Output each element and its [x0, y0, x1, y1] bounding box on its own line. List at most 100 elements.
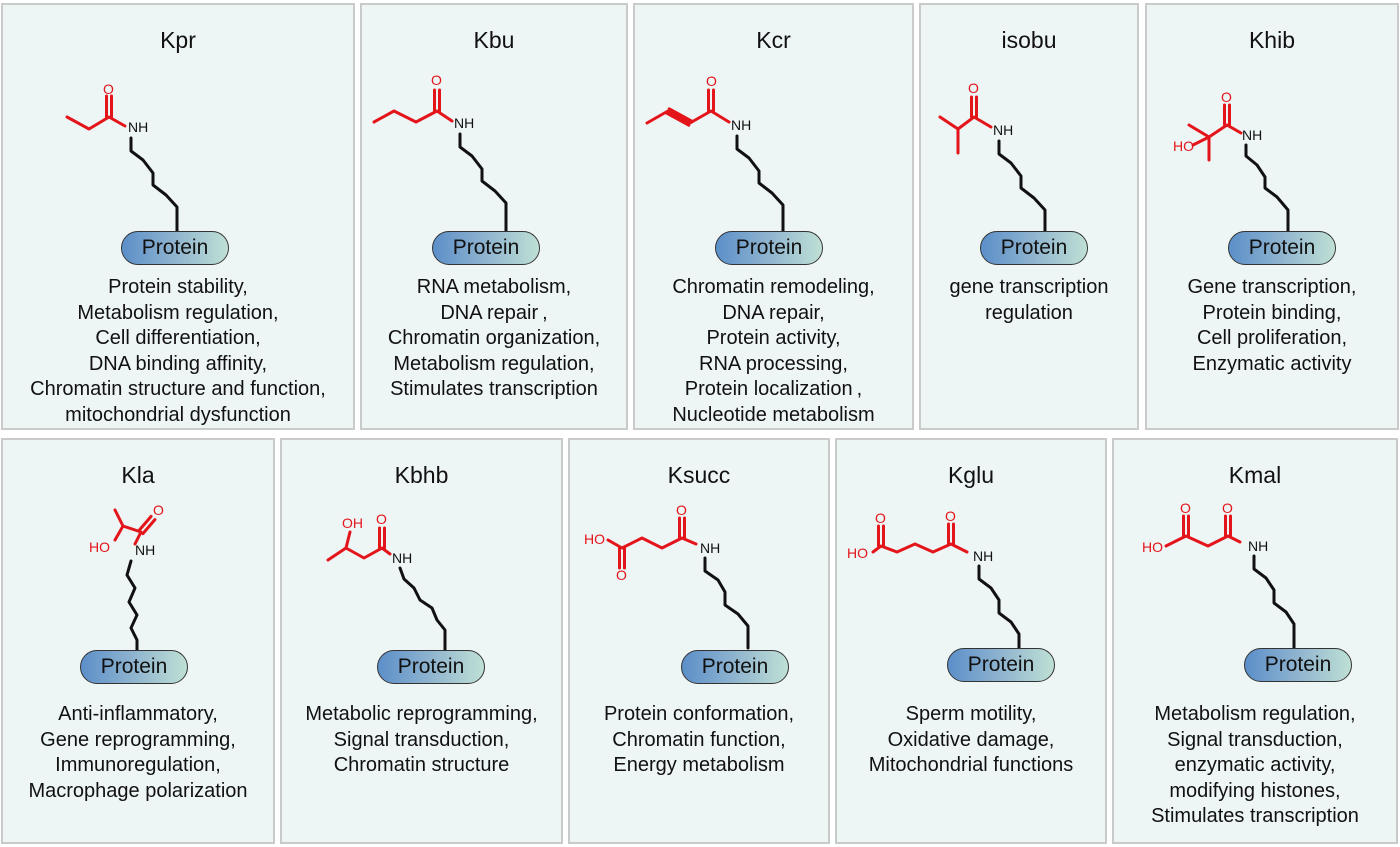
isobutyryl-chain	[938, 115, 993, 131]
oxygen-label: O	[968, 80, 979, 96]
nh-label: NH	[392, 550, 412, 566]
function-line: Protein activity,	[706, 327, 841, 349]
lysine-side-chain	[977, 564, 1021, 650]
glutaryl-chain	[871, 542, 969, 554]
nh-label: NH	[731, 117, 751, 133]
hydroxyl-bond	[113, 524, 125, 542]
function-line: Metabolic reprogramming,	[305, 703, 538, 725]
function-line: gene transcription	[949, 276, 1109, 298]
protein-pill: Protein	[1228, 231, 1336, 265]
function-line: Cell proliferation,	[1196, 327, 1348, 349]
lysine-side-chain	[398, 566, 447, 652]
lysine-side-chain	[125, 559, 139, 652]
function-line: Enzymatic activity	[1192, 352, 1352, 375]
protein-pill: Protein	[121, 231, 229, 265]
carbonyl-double-bond	[137, 514, 153, 532]
function-list: Gene transcription, Protein binding, Cell …	[1147, 275, 1397, 377]
nh-label: NH	[1248, 538, 1268, 554]
alkene-double-bond	[665, 111, 691, 127]
function-list: Anti-inflammatory,Gene reprogramming,Imm…	[3, 702, 273, 804]
function-line: Oxidative damage,	[887, 728, 1055, 751]
oxygen-label: O	[706, 73, 717, 89]
function-line: Metabolism regulation,	[77, 301, 279, 324]
function-list: Protein stability,Metabolism regulation,…	[3, 275, 353, 428]
function-list: RNA metabolism, DNA repair , Chromatin org…	[362, 275, 626, 403]
function-line: DNA binding affinity,	[88, 352, 268, 375]
propionyl-chain	[65, 115, 127, 131]
oxygen-label: O	[153, 502, 164, 518]
panel-title: Kglu	[947, 462, 995, 488]
function-line: Chromatin remodeling,	[672, 276, 875, 298]
function-line: DNA repair ,	[440, 301, 548, 324]
function-line: Nucleotide metabolism	[672, 403, 875, 426]
protein-pill: Protein	[947, 648, 1055, 682]
oxygen-label: O	[676, 502, 687, 518]
lysine-side-chain	[997, 139, 1047, 233]
function-list: Metabolic reprogramming, Signal transduct…	[282, 702, 561, 779]
function-line: Chromatin structure and function,	[30, 378, 326, 400]
hydroxyl-label: HO	[1142, 539, 1163, 555]
protein-pill: Protein	[681, 650, 789, 684]
function-line: Protein localization ,	[684, 378, 863, 400]
panel-title: Kpr	[160, 27, 196, 53]
panel-title: Kbu	[473, 27, 515, 53]
function-line: Stimulates transcription	[390, 378, 598, 400]
function-line: Chromatin structure	[333, 754, 510, 776]
function-list: Metabolism regulation,Signal transductio…	[1114, 702, 1396, 830]
nh-label: NH	[128, 119, 148, 135]
function-line: Gene transcription,	[1187, 276, 1357, 298]
function-list: Sperm motility,Oxidative damage,Mitochon…	[837, 702, 1105, 779]
butyryl-lysine-structure: O NH	[372, 72, 508, 233]
function-line: Sperm motility,	[905, 703, 1037, 725]
hydroxyl-bond	[344, 530, 352, 550]
function-line: Immunoregulation,	[55, 754, 221, 776]
oxygen-label: O	[103, 81, 114, 97]
function-line: Signal transduction,	[333, 728, 510, 751]
function-line: enzymatic activity,	[1174, 754, 1336, 776]
function-line: Protein binding,	[1202, 301, 1342, 324]
panel-title: Ksucc	[667, 462, 731, 488]
panel-title: Kbhb	[394, 462, 449, 488]
function-line: Metabolism regulation,	[1154, 703, 1356, 725]
oxygen-label: O	[376, 511, 387, 527]
protein-pill: Protein	[1244, 648, 1352, 682]
lysine-side-chain	[1252, 554, 1296, 650]
crotonyl-lysine-structure: O NH	[645, 73, 785, 233]
function-line: Anti-inflammatory,	[58, 703, 218, 725]
crotonyl-chain	[645, 109, 731, 125]
hydroxybutyryl-chain	[326, 546, 392, 562]
function-line: DNA repair,	[722, 301, 825, 324]
nh-label: NH	[993, 122, 1013, 138]
protein-pill: Protein	[715, 231, 823, 265]
panel-title: Kmal	[1228, 462, 1282, 488]
hydroxyisobutyryl-chain	[1187, 123, 1243, 139]
lysine-side-chain	[703, 556, 750, 650]
protein-pill: Protein	[980, 231, 1088, 265]
nh-label: NH	[454, 115, 474, 131]
hydroxyl-label: HO	[89, 539, 110, 555]
function-list: Protein conformation, Chromatin function,…	[570, 702, 828, 779]
function-line: modifying histones,	[1169, 779, 1341, 802]
hydroxyl-bond	[1191, 135, 1211, 147]
function-line: Chromatin function,	[612, 728, 786, 751]
oxygen-label: O	[431, 72, 442, 88]
malonyl-chain	[1164, 534, 1242, 548]
carbonyl-double-bond	[141, 518, 157, 536]
oxygen-label: O	[1222, 500, 1233, 516]
function-line: Macrophage polarization	[28, 779, 248, 802]
function-line: Chromatin organization,	[387, 327, 601, 349]
function-line: RNA metabolism,	[416, 276, 572, 298]
lysine-side-chain	[1244, 143, 1290, 233]
function-line: Protein conformation,	[603, 703, 795, 725]
